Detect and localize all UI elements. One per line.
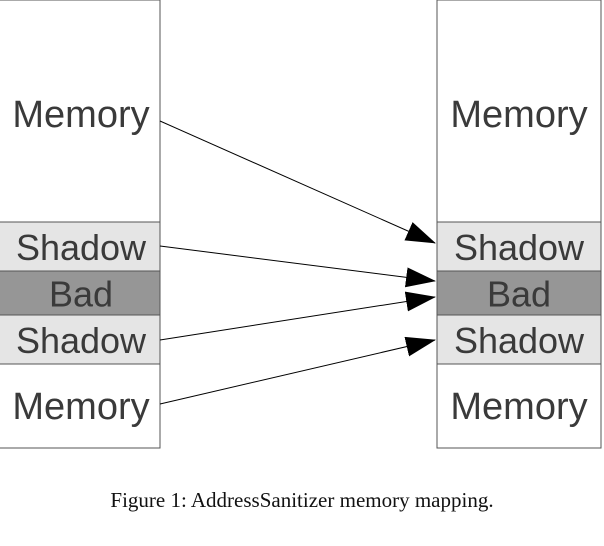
right-memory-label: Memory — [450, 94, 587, 136]
left-bad-label: Bad — [49, 274, 113, 315]
left-shadow-block — [0, 221, 161, 272]
left-memory-block — [0, 363, 161, 449]
right-memory-block — [436, 363, 602, 449]
left-shadow-label: Shadow — [16, 320, 147, 361]
left-bad-block — [0, 270, 161, 316]
left-shadow-block — [0, 314, 161, 365]
figure-caption: Figure 1: AddressSanitizer memory mappin… — [110, 488, 494, 512]
right-memory-label: Memory — [450, 386, 587, 428]
left-memory-label: Memory — [12, 386, 149, 428]
left-shadow-label: Shadow — [16, 227, 147, 268]
right-bad-label: Bad — [487, 274, 551, 315]
mapping-arrow — [159, 291, 436, 341]
mapping-arrow — [159, 245, 436, 288]
right-shadow-label: Shadow — [454, 320, 585, 361]
right-shadow-block — [436, 221, 602, 272]
mapping-arrows — [159, 120, 436, 405]
mapping-arrow — [159, 336, 436, 405]
left-memory-label: Memory — [12, 94, 149, 136]
left-memory-block — [0, 0, 161, 223]
right-memory-block — [436, 0, 602, 223]
mapping-arrow — [159, 120, 436, 244]
right-shadow-label: Shadow — [454, 227, 585, 268]
right-bad-block — [436, 270, 602, 316]
